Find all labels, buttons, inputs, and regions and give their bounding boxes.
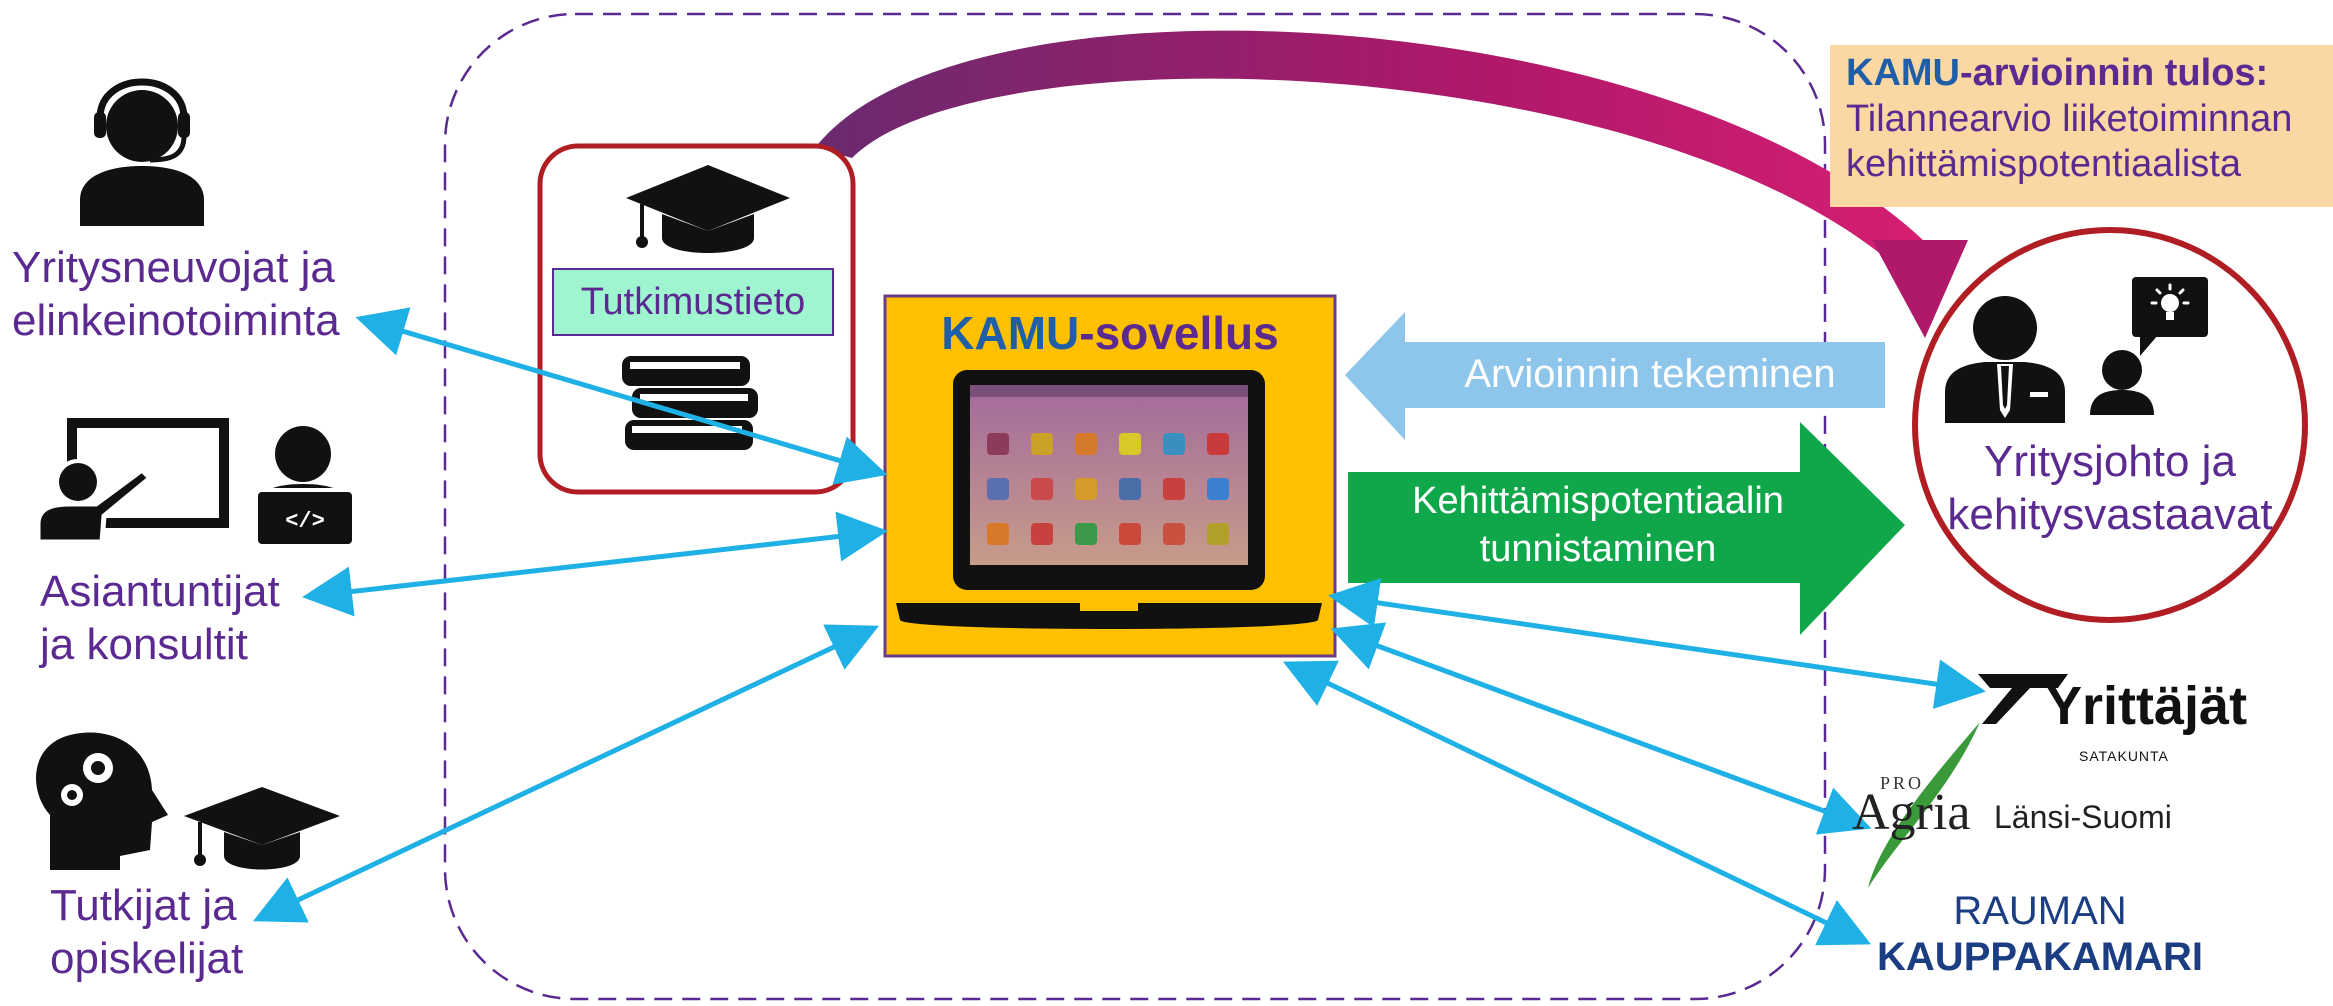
- logo-line: RAUMAN: [1953, 889, 2127, 933]
- app-tile: [1119, 433, 1141, 455]
- proagria-pro: PRO: [1880, 773, 1925, 793]
- app-title-kamu: KAMU: [941, 307, 1080, 359]
- logo-line: KAUPPAKAMARI: [1877, 935, 2203, 979]
- result-line: kehittämispotentiaalista: [1846, 143, 2241, 186]
- management-circle: [1912, 227, 2308, 623]
- research-label: Tutkimustieto: [552, 268, 834, 336]
- proagria-region: Länsi-Suomi: [1994, 799, 2172, 835]
- presenter-and-coder-icon: </>: [35, 418, 356, 548]
- label-line: Tutkijat ja: [50, 881, 237, 930]
- app-tile: [1075, 523, 1097, 545]
- app-tile: [1031, 523, 1053, 545]
- app-tile: [1163, 433, 1185, 455]
- thinking-head-and-cap-icon: [36, 732, 340, 870]
- svg-text:</>: </>: [285, 509, 325, 534]
- label-line: Asiantuntijat: [40, 567, 280, 616]
- assessment-arrow: [1345, 312, 1885, 440]
- label-line: elinkeinotoiminta: [12, 295, 340, 345]
- label-line: ja konsultit: [40, 619, 248, 669]
- app-tile: [1207, 478, 1229, 500]
- left-group-advisors-label: Yritysneuvojat ja elinkeinotoiminta: [12, 242, 340, 348]
- result-box: KAMU-arvioinnin tulos: Tilannearvio liik…: [1830, 45, 2333, 207]
- app-tile: [987, 478, 1009, 500]
- label-line: tunnistaminen: [1479, 527, 1717, 570]
- proagria-name: Agria: [1852, 784, 1971, 841]
- potential-arrow-label: Kehittämispotentiaalin tunnistaminen: [1348, 478, 1848, 573]
- proagria-leaf-icon: [1868, 722, 1980, 888]
- app-tile: [1075, 478, 1097, 500]
- idea-person-icon: [2090, 277, 2208, 415]
- app-title: KAMU-sovellus: [885, 306, 1335, 361]
- connector-kauppakamari: [1282, 660, 1872, 946]
- connector-advisors: [355, 307, 888, 485]
- curved-arrow: [815, 30, 1935, 277]
- yrittajat-sub: SATAKUNTA: [2079, 748, 2169, 764]
- kauppakamari-logo: RAUMAN KAUPPAKAMARI: [1860, 888, 2220, 980]
- app-tile: [987, 433, 1009, 455]
- yrittajat-logo: [1978, 674, 2068, 724]
- yrittajat-name: Yrittäjät: [2046, 676, 2248, 736]
- label-line: opiskelijat: [50, 933, 244, 983]
- app-tile: [1031, 478, 1053, 500]
- app-icon-grid: [987, 433, 1229, 545]
- app-tile: [987, 523, 1009, 545]
- app-tile: [1031, 433, 1053, 455]
- result-title: KAMU-arvioinnin tulos:: [1846, 51, 2333, 97]
- app-tile: [1163, 478, 1185, 500]
- result-title-suffix: -arvioinnin tulos:: [1959, 52, 2269, 94]
- assessment-arrow-label: Arvioinnin tekeminen: [1464, 352, 1836, 396]
- graduation-cap-icon: [626, 165, 790, 253]
- result-title-kamu: KAMU: [1846, 52, 1960, 94]
- app-tile: [1207, 433, 1229, 455]
- label-line: Yritysjohto ja: [1984, 437, 2236, 486]
- label-line: Yritysneuvojat ja: [12, 243, 335, 292]
- label-line: Kehittämispotentiaalin: [1412, 480, 1784, 522]
- app-tile: [1119, 523, 1141, 545]
- left-group-experts-label: Asiantuntijat ja konsultit: [40, 566, 280, 672]
- left-group-researchers-label: Tutkijat ja opiskelijat: [50, 880, 243, 986]
- connector-experts: [302, 511, 888, 617]
- app-tile: [1075, 433, 1097, 455]
- label-line: kehitysvastaavat: [1947, 489, 2273, 539]
- headset-person-icon: [80, 78, 204, 226]
- businessman-icon: [1945, 296, 2065, 423]
- app-tile: [1163, 523, 1185, 545]
- management-label: Yritysjohto ja kehitysvastaavat: [1935, 436, 2285, 542]
- app-tile: [1119, 478, 1141, 500]
- app-tile: [1207, 523, 1229, 545]
- connector-researchers: [252, 624, 880, 923]
- curved-arrow-head: [1872, 240, 1968, 338]
- result-line: Tilannearvio liiketoiminnan: [1846, 97, 2293, 140]
- app-title-suffix: -sovellus: [1079, 307, 1279, 359]
- connector-yrittajat: [1328, 578, 1986, 709]
